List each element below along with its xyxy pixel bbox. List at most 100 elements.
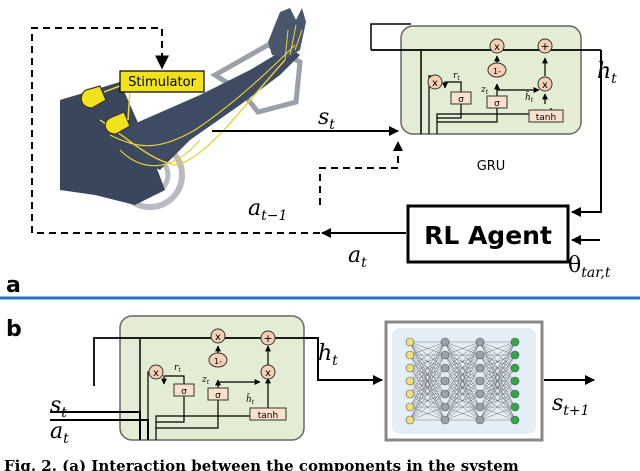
rl-agent-box: RL Agent bbox=[406, 204, 570, 264]
nn-node bbox=[475, 402, 485, 412]
svg-text:1-: 1- bbox=[214, 357, 222, 366]
nn-node bbox=[475, 350, 485, 360]
stimulator-box: Stimulator bbox=[119, 70, 205, 93]
nn-node bbox=[510, 350, 520, 360]
panel-b-letter: b bbox=[6, 317, 22, 342]
svg-text:x: x bbox=[542, 80, 548, 91]
nn-edge bbox=[409, 354, 446, 421]
nn-edge bbox=[479, 341, 516, 356]
svg-text:x: x bbox=[494, 42, 500, 53]
nn-node bbox=[510, 376, 520, 386]
nn-edge bbox=[409, 341, 446, 395]
label-s-t: st bbox=[318, 105, 335, 133]
nn-edge bbox=[444, 367, 481, 421]
nn-node bbox=[475, 376, 485, 386]
svg-text:x: x bbox=[215, 332, 221, 343]
svg-text:+: + bbox=[540, 40, 549, 53]
svg-text:rt: rt bbox=[174, 363, 181, 374]
svg-text:+: + bbox=[263, 332, 272, 345]
nn-node bbox=[405, 350, 415, 360]
svg-text:σ: σ bbox=[215, 391, 221, 401]
caption: Fig. 2. (a) Interaction between the comp… bbox=[4, 457, 519, 471]
svg-text:rt: rt bbox=[453, 71, 460, 82]
svg-text:x: x bbox=[432, 78, 438, 89]
nn-edge bbox=[444, 406, 481, 421]
nn-edge bbox=[409, 341, 446, 369]
nn-node bbox=[405, 337, 415, 347]
nn-node bbox=[405, 389, 415, 399]
panel-b: b x x + x 1- bbox=[6, 315, 595, 447]
nn-edge bbox=[444, 380, 481, 421]
nn-node bbox=[510, 415, 520, 425]
nn-edge bbox=[479, 406, 516, 421]
svg-text:zt: zt bbox=[480, 85, 489, 96]
label-a-t-minus-1: at−1 bbox=[248, 196, 287, 224]
nn-node bbox=[475, 337, 485, 347]
nn-edge bbox=[479, 341, 516, 408]
nn-edge bbox=[409, 367, 446, 421]
label-a-t: at bbox=[348, 243, 367, 271]
label-b-s-t-plus-1: st+1 bbox=[552, 391, 590, 419]
svg-text:x: x bbox=[153, 368, 159, 379]
label-b-s-t: st bbox=[50, 393, 67, 421]
nn-node bbox=[440, 415, 450, 425]
svg-text:σ: σ bbox=[494, 99, 500, 109]
nn-node bbox=[440, 337, 450, 347]
panel-a: Stimulator bbox=[6, 8, 617, 298]
arrow-b-a-t bbox=[50, 419, 149, 440]
svg-text:h̃t: h̃t bbox=[246, 393, 255, 406]
nn-node bbox=[440, 402, 450, 412]
neural-network-box bbox=[384, 320, 544, 442]
nn-edge bbox=[409, 341, 446, 356]
gru-cell-b: x x + x 1- σ σ tanh rt zt h̃t bbox=[93, 315, 305, 441]
nn-edge bbox=[409, 341, 446, 421]
nn-edge bbox=[479, 354, 516, 421]
svg-text:x: x bbox=[265, 368, 271, 379]
label-theta-tar: θtar,t bbox=[568, 253, 611, 281]
nn-node bbox=[440, 363, 450, 373]
stimulator-label: Stimulator bbox=[128, 75, 196, 90]
nn-edge bbox=[479, 380, 516, 421]
nn-edge bbox=[444, 341, 481, 369]
dashed-feedback-outer bbox=[31, 27, 320, 234]
nn-edge bbox=[479, 341, 516, 382]
nn-edge bbox=[479, 341, 516, 421]
svg-text:tanh: tanh bbox=[258, 411, 278, 421]
arrow-h-t bbox=[571, 50, 602, 217]
nn-edge bbox=[444, 354, 481, 421]
nn-edge bbox=[479, 341, 516, 369]
nn-node bbox=[475, 415, 485, 425]
arrow-b-s-t bbox=[50, 411, 141, 440]
nn-edge bbox=[409, 341, 446, 382]
nn-edge bbox=[444, 341, 481, 395]
svg-text:σ: σ bbox=[181, 387, 187, 397]
nn-edge bbox=[479, 367, 516, 421]
arm-illustration bbox=[60, 8, 306, 210]
svg-text:h̃t: h̃t bbox=[525, 91, 534, 104]
nn-edge bbox=[479, 341, 516, 395]
nn-node bbox=[510, 402, 520, 412]
nn-node bbox=[475, 363, 485, 373]
nn-node bbox=[475, 389, 485, 399]
gru-label: GRU bbox=[477, 159, 506, 174]
nn-edge bbox=[479, 393, 516, 421]
gru-cell-a: x x + x 1- σ σ tanh rt zt h̃t bbox=[370, 23, 601, 135]
rl-agent-label: RL Agent bbox=[424, 221, 552, 250]
nn-edge bbox=[409, 406, 446, 421]
nn-node bbox=[510, 389, 520, 399]
nn-node bbox=[440, 376, 450, 386]
panel-a-letter: a bbox=[6, 273, 21, 298]
arrow-b-h-t bbox=[304, 337, 383, 385]
svg-text:tanh: tanh bbox=[536, 113, 556, 123]
nn-edge bbox=[409, 380, 446, 421]
nn-node bbox=[440, 389, 450, 399]
nn-edge bbox=[444, 393, 481, 421]
nn-node bbox=[440, 350, 450, 360]
nn-node bbox=[510, 337, 520, 347]
nn-node bbox=[405, 402, 415, 412]
label-b-h-t: ht bbox=[318, 341, 338, 369]
nn-node bbox=[405, 363, 415, 373]
nn-node bbox=[405, 415, 415, 425]
nn-node bbox=[510, 363, 520, 373]
